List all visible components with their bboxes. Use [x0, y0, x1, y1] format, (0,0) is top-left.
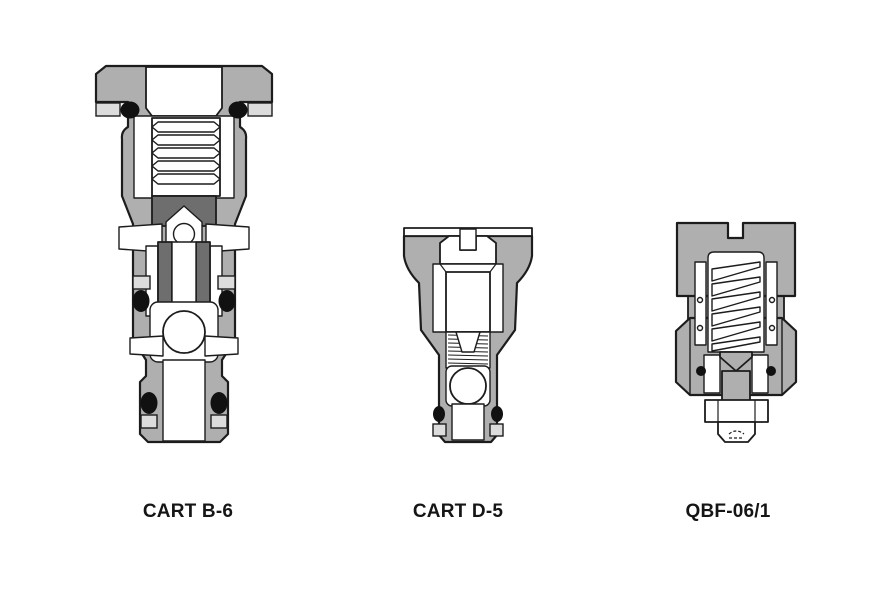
- cart-b6-mid-backup-ring-left: [132, 275, 151, 290]
- qbf-hex-nut: [704, 399, 769, 423]
- cart-b6-center-column: [171, 241, 197, 313]
- cart-b6-low-o-ring-left: [140, 392, 158, 414]
- cart-b6-lower-port-right: [204, 335, 239, 357]
- cart-b6-low-o-ring-right: [210, 392, 228, 414]
- cart-d5-spring-poppet: [455, 331, 481, 353]
- qbf-spring: [711, 261, 761, 352]
- qbf-stud-thread-detail: [728, 430, 745, 439]
- cart-b6-head-backup-ring-right: [247, 102, 273, 117]
- cart-b6-mid-o-ring-left: [132, 290, 150, 312]
- qbf-collar-gap-right: [751, 354, 769, 394]
- cart-b6-ball: [162, 310, 206, 354]
- cart-b6-low-backup-ring-left: [140, 414, 158, 429]
- cart-b6-head-o-ring-right: [228, 101, 248, 119]
- cart-b6-head-o-ring-left: [120, 101, 140, 119]
- qbf-side-slot-right: [765, 261, 778, 346]
- qbf-stem: [721, 370, 751, 403]
- qbf-o-ring-left: [696, 366, 706, 376]
- cart-b6-mid-backup-ring-right: [217, 275, 236, 290]
- cart-d5-low-backup-ring-right: [489, 423, 504, 437]
- cart-d5-piston: [445, 271, 491, 333]
- cart-b6-head-backup-ring-left: [95, 102, 121, 117]
- cart-d5-low-o-ring-left: [433, 406, 445, 422]
- cart-d5-ball: [449, 367, 487, 405]
- cart-b6-lower-port-left: [129, 335, 164, 357]
- qbf-wall-hole: [768, 296, 776, 304]
- qbf-o-ring-right: [766, 366, 776, 376]
- label-cart-b6: CART B-6: [142, 501, 234, 522]
- qbf-poppet: [719, 351, 753, 372]
- cart-b6-low-backup-ring-right: [210, 414, 228, 429]
- qbf-wall-hole: [768, 324, 776, 332]
- qbf-wall-hole: [696, 324, 704, 332]
- cart-b6-hex-socket: [145, 66, 223, 117]
- cart-d5-screw-slot: [459, 228, 477, 251]
- cart-d5-piston-chamfer-left: [439, 263, 447, 273]
- cart-b6-figure: [94, 64, 274, 444]
- cart-b6-mid-o-ring-right: [218, 290, 236, 312]
- label-qbf-06-1: QBF-06/1: [685, 501, 771, 522]
- cart-b6-outlet-channel: [162, 359, 206, 442]
- cart-d5-outlet-channel: [451, 403, 485, 441]
- cart-d5-low-o-ring-right: [491, 406, 503, 422]
- qbf-stud: [717, 421, 756, 443]
- qbf-wall-hole: [696, 296, 704, 304]
- qbf-collar-gap-left: [703, 354, 721, 394]
- label-cart-d5: CART D-5: [412, 501, 504, 522]
- cart-b6-thread-bands: [151, 121, 221, 185]
- qbf-side-slot-left: [694, 261, 707, 346]
- cart-d5-piston-chamfer-right: [489, 263, 497, 273]
- cart-d5-figure: [402, 227, 534, 444]
- cart-d5-low-backup-ring-left: [432, 423, 447, 437]
- qbf-06-1-figure: [674, 221, 798, 443]
